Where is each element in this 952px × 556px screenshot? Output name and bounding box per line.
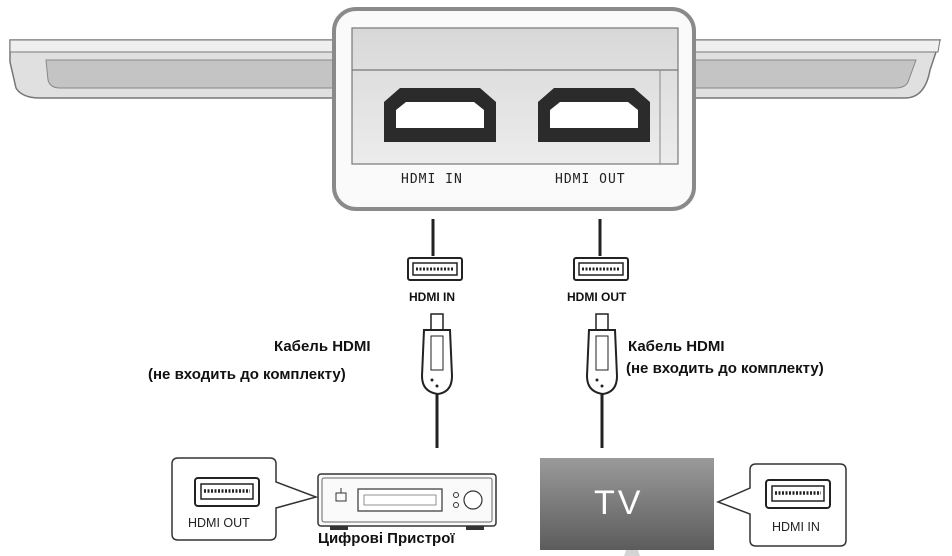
hdmi-in-port-icon — [384, 88, 496, 142]
hdmi-out-connector-icon — [573, 257, 629, 281]
tv-callout — [716, 463, 847, 547]
panel-hdmi-in-label: HDMI IN — [401, 172, 463, 187]
left-cable-note: (не входить до комплекту) — [148, 366, 346, 383]
tv-icon — [540, 458, 714, 556]
right-cable-title: Кабель HDMI — [628, 338, 725, 355]
device-callout-label: HDMI OUT — [188, 516, 250, 530]
hdmi-out-port-icon — [538, 88, 650, 142]
connector-hdmi-in-label: HDMI IN — [409, 290, 455, 304]
device-callout — [171, 457, 319, 541]
hdmi-plug-right-icon — [585, 313, 619, 448]
left-cable-title: Кабель HDMI — [274, 338, 371, 355]
digital-device-label: Цифрові Пристрої — [318, 530, 455, 547]
panel-hdmi-out-label: HDMI OUT — [555, 172, 626, 187]
connector-hdmi-out-label: HDMI OUT — [567, 290, 627, 304]
tv-label: TV — [594, 484, 644, 522]
hdmi-in-connector-icon — [407, 257, 463, 281]
tv-callout-label: HDMI IN — [772, 520, 820, 534]
digital-device-icon — [317, 473, 497, 530]
right-cable-note: (не входить до комплекту) — [626, 360, 824, 377]
hdmi-plug-left-icon — [420, 313, 454, 448]
soundbar-body — [9, 39, 942, 99]
